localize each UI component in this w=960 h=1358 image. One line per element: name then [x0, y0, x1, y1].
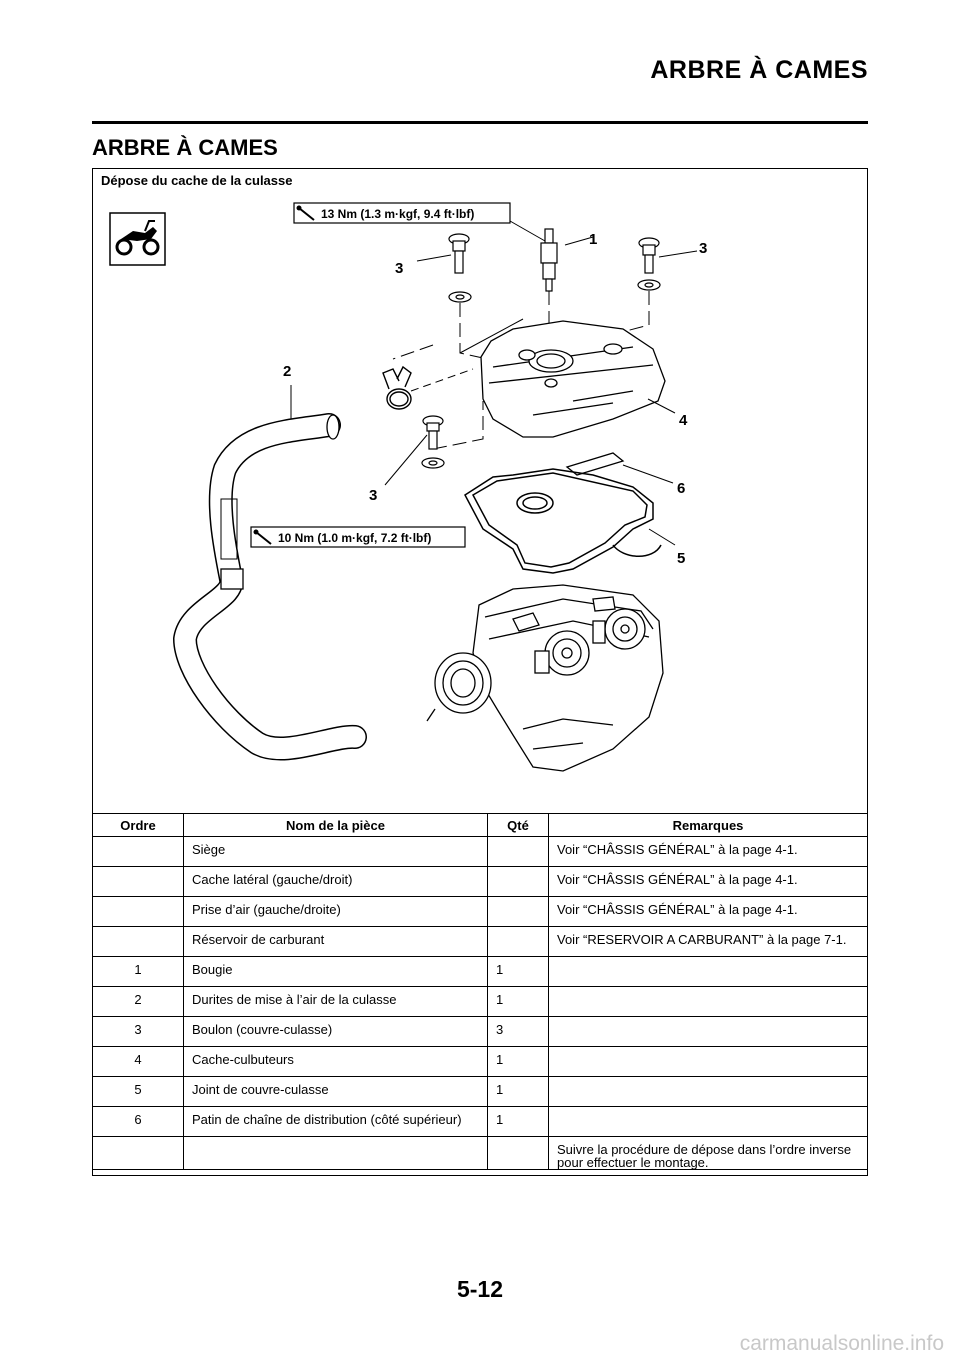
section-title: ARBRE À CAMES [92, 135, 278, 160]
callout-3-right: 3 [699, 240, 707, 257]
table-row: Suivre la procédure de dépose dans l’ord… [93, 1136, 867, 1170]
spark-plug [540, 228, 558, 292]
cell-part-name: Cache-culbuteurs [183, 1046, 488, 1077]
header-remarks: Remarques [548, 813, 867, 837]
table-row: Siège Voir “CHÂSSIS GÉNÉRAL” à la page 4… [93, 836, 867, 867]
header-part-name: Nom de la pièce [183, 813, 488, 837]
callout-4: 4 [679, 412, 688, 429]
bolt-left [448, 233, 472, 303]
cell-remarks: Voir “CHÂSSIS GÉNÉRAL” à la page 4-1. [548, 836, 867, 867]
cell-remarks [548, 1106, 867, 1137]
parts-table: Ordre Nom de la pièce Qté Remarques Sièg… [93, 813, 867, 1170]
header-quantity: Qté [487, 813, 549, 837]
callout-3-center: 3 [369, 487, 377, 504]
cell-quantity: 3 [487, 1016, 549, 1047]
figure-title: Dépose du cache de la culasse [101, 173, 293, 188]
header-order: Ordre [93, 813, 184, 837]
cell-part-name [183, 1136, 488, 1170]
table-row: Réservoir de carburant Voir “RESERVOIR A… [93, 926, 867, 957]
exploded-view-diagram: 13 Nm (1.3 m·kgf, 9.4 ft·lbf) 1 3 [109, 202, 707, 772]
cell-quantity [487, 836, 549, 867]
callout-3-left: 3 [395, 260, 403, 277]
table-row: 2 Durites de mise à l’air de la culasse … [93, 986, 867, 1017]
cover-gasket [464, 468, 662, 574]
cell-part-name: Bougie [183, 956, 488, 987]
callout-2: 2 [283, 363, 291, 380]
bolt-center [421, 415, 445, 469]
cylinder-head [426, 584, 664, 772]
cell-order [93, 1136, 184, 1170]
cell-quantity: 1 [487, 1106, 549, 1137]
cell-remarks [548, 1076, 867, 1107]
cell-part-name: Boulon (couvre-culasse) [183, 1016, 488, 1047]
table-row: Prise d’air (gauche/droite) Voir “CHÂSSI… [93, 896, 867, 927]
cell-order: 3 [93, 1016, 184, 1047]
breather-hose [172, 413, 367, 761]
cell-quantity [487, 896, 549, 927]
cell-part-name: Joint de couvre-culasse [183, 1076, 488, 1107]
cell-remarks: Voir “CHÂSSIS GÉNÉRAL” à la page 4-1. [548, 866, 867, 897]
cell-order: 5 [93, 1076, 184, 1107]
torque-bottom-text: 10 Nm (1.0 m·kgf, 7.2 ft·lbf) [278, 531, 431, 545]
cell-remarks [548, 956, 867, 987]
cell-part-name: Siège [183, 836, 488, 867]
table-row: 6 Patin de chaîne de distribution (côté … [93, 1106, 867, 1137]
cell-part-name: Durites de mise à l’air de la culasse [183, 986, 488, 1017]
cell-remarks: Suivre la procédure de dépose dans l’ord… [548, 1136, 867, 1170]
cell-remarks: Voir “CHÂSSIS GÉNÉRAL” à la page 4-1. [548, 896, 867, 927]
cell-order: 4 [93, 1046, 184, 1077]
torque-label-bottom: 10 Nm (1.0 m·kgf, 7.2 ft·lbf) [250, 526, 466, 548]
cell-remarks [548, 986, 867, 1017]
callout-5: 5 [677, 550, 685, 567]
cell-quantity: 1 [487, 1046, 549, 1077]
cell-remarks [548, 1016, 867, 1047]
cell-remarks [548, 1046, 867, 1077]
cell-quantity [487, 926, 549, 957]
table-header-row: Ordre Nom de la pièce Qté Remarques [93, 813, 867, 837]
table-row: 4 Cache-culbuteurs 1 [93, 1046, 867, 1077]
cell-order: 6 [93, 1106, 184, 1137]
cell-quantity [487, 1136, 549, 1170]
table-row: 3 Boulon (couvre-culasse) 3 [93, 1016, 867, 1047]
cell-quantity: 1 [487, 956, 549, 987]
cell-quantity: 1 [487, 1076, 549, 1107]
torque-label-top: 13 Nm (1.3 m·kgf, 9.4 ft·lbf) [293, 202, 511, 224]
cell-order [93, 896, 184, 927]
cell-order [93, 866, 184, 897]
cell-quantity: 1 [487, 986, 549, 1017]
table-row: 1 Bougie 1 [93, 956, 867, 987]
table-row: 5 Joint de couvre-culasse 1 [93, 1076, 867, 1107]
cell-part-name: Patin de chaîne de distribution (côté su… [183, 1106, 488, 1137]
cell-order: 2 [93, 986, 184, 1017]
hose-clamp [382, 365, 412, 410]
cell-order [93, 926, 184, 957]
header-rule [92, 121, 868, 124]
callout-1: 1 [589, 231, 597, 248]
figure-frame: Dépose du cache de la culasse 13 Nm (1.3… [92, 168, 868, 1176]
torque-wrench-icon [296, 205, 315, 221]
torque-top-text: 13 Nm (1.3 m·kgf, 9.4 ft·lbf) [321, 207, 474, 221]
cell-part-name: Cache latéral (gauche/droit) [183, 866, 488, 897]
cell-part-name: Prise d’air (gauche/droite) [183, 896, 488, 927]
cylinder-head-cover [480, 320, 666, 438]
callout-6: 6 [677, 480, 685, 497]
motorcycle-icon [109, 212, 166, 266]
page-number: 5-12 [456, 1276, 504, 1302]
cell-quantity [487, 866, 549, 897]
cell-order: 1 [93, 956, 184, 987]
cell-part-name: Réservoir de carburant [183, 926, 488, 957]
running-header: ARBRE À CAMES [650, 56, 868, 84]
watermark: carmanualsonline.info [739, 1332, 944, 1355]
torque-wrench-icon [253, 529, 272, 545]
table-row: Cache latéral (gauche/droit) Voir “CHÂSS… [93, 866, 867, 897]
cell-remarks: Voir “RESERVOIR A CARBURANT” à la page 7… [548, 926, 867, 957]
bolt-right [637, 237, 661, 291]
cell-order [93, 836, 184, 867]
